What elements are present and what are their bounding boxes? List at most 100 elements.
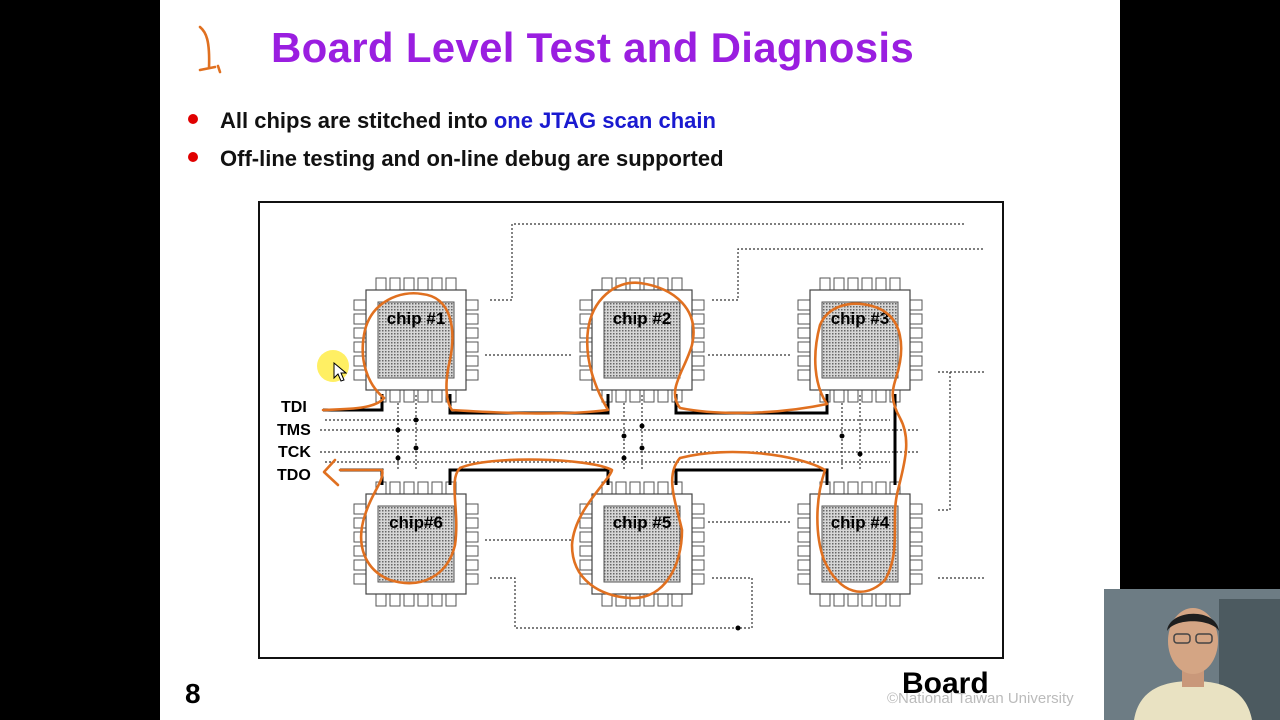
chip-die bbox=[603, 505, 681, 583]
chip-pin bbox=[417, 593, 429, 607]
chip-pin bbox=[847, 277, 859, 291]
chip-pin bbox=[579, 327, 593, 339]
pointer-highlight bbox=[317, 350, 349, 382]
chip-pin bbox=[671, 593, 683, 607]
slide: chip #1 chip #2 chip #3 chip #4 chip #5 chip#… bbox=[160, 0, 1120, 720]
chip-pin bbox=[579, 517, 593, 529]
chip-pin bbox=[909, 313, 923, 325]
chip-pin bbox=[797, 517, 811, 529]
chip-pin bbox=[819, 593, 831, 607]
jtag-board-diagram: chip #1 chip #2 chip #3 chip #4 chip #5 chip#… bbox=[198, 25, 1004, 659]
chip-pin bbox=[417, 277, 429, 291]
handwritten-scan-path bbox=[198, 25, 908, 600]
chip-pin bbox=[353, 573, 367, 585]
chip-pin bbox=[403, 593, 415, 607]
chip-pin bbox=[431, 277, 443, 291]
chip-pin bbox=[861, 277, 873, 291]
chip-pin bbox=[431, 593, 443, 607]
chip-label: chip#6 bbox=[389, 513, 443, 532]
chip-pin bbox=[861, 593, 873, 607]
chip-pin bbox=[875, 593, 887, 607]
mouse-pointer-icon bbox=[333, 362, 347, 382]
chip-die bbox=[377, 301, 455, 379]
chip-pin bbox=[875, 389, 887, 403]
chip-pin bbox=[797, 313, 811, 325]
chip-pin bbox=[819, 277, 831, 291]
chip-pin bbox=[353, 313, 367, 325]
chip-pin bbox=[629, 389, 641, 403]
bullet-2: Off-line testing and on-line debug are s… bbox=[188, 146, 724, 172]
chip-pin bbox=[847, 593, 859, 607]
chip-pin bbox=[643, 389, 655, 403]
chip-pin bbox=[909, 327, 923, 339]
chip-pin bbox=[579, 545, 593, 557]
chip-pin bbox=[431, 481, 443, 495]
tdi-label: TDI bbox=[281, 399, 307, 416]
chip-die bbox=[821, 301, 899, 379]
chip-pin bbox=[465, 355, 479, 367]
bullet-1: All chips are stitched into one JTAG sca… bbox=[188, 108, 716, 134]
chip-package: chip #5 bbox=[579, 481, 705, 607]
bullet-1-highlight: one JTAG scan chain bbox=[493, 108, 716, 133]
chip-pin bbox=[465, 327, 479, 339]
chip-pin bbox=[629, 593, 641, 607]
wiring-junctions bbox=[395, 417, 863, 631]
chip-pin bbox=[691, 503, 705, 515]
chip-package: chip #1 bbox=[353, 277, 479, 403]
chip-pin bbox=[691, 517, 705, 529]
chip-pin bbox=[909, 517, 923, 529]
chip-pin bbox=[797, 503, 811, 515]
chip-pin bbox=[671, 277, 683, 291]
chip-package: chip #2 bbox=[579, 277, 705, 403]
chip-pin bbox=[403, 277, 415, 291]
tms-label: TMS bbox=[277, 422, 311, 439]
chip-pin bbox=[389, 277, 401, 291]
chip-pin bbox=[643, 481, 655, 495]
chip-pin bbox=[657, 593, 669, 607]
chip-pin bbox=[909, 341, 923, 353]
chip-pin bbox=[889, 277, 901, 291]
chip-pin bbox=[403, 481, 415, 495]
chip-die bbox=[603, 301, 681, 379]
chip-pin bbox=[657, 481, 669, 495]
chip-pin bbox=[431, 389, 443, 403]
chip-pin bbox=[389, 389, 401, 403]
chip-pin bbox=[909, 369, 923, 381]
chip-pin bbox=[909, 503, 923, 515]
presenter-webcam bbox=[1104, 589, 1280, 720]
chip-label: chip #5 bbox=[613, 513, 672, 532]
chip-package: chip #4 bbox=[797, 481, 923, 607]
chip-pin bbox=[847, 481, 859, 495]
chip-pin bbox=[353, 369, 367, 381]
chip-pin bbox=[465, 573, 479, 585]
chip-pin bbox=[579, 559, 593, 571]
chip-pin bbox=[465, 559, 479, 571]
bullet-1-text: All chips are stitched into bbox=[220, 108, 494, 133]
chip-pin bbox=[353, 559, 367, 571]
chip-pin bbox=[445, 593, 457, 607]
chip-die bbox=[821, 505, 899, 583]
copyright-text: ©National Taiwan University bbox=[887, 690, 1074, 707]
chip-pin bbox=[833, 389, 845, 403]
chip-pin bbox=[465, 545, 479, 557]
chip-pin bbox=[875, 481, 887, 495]
chip-pin bbox=[629, 481, 641, 495]
chip-pin bbox=[465, 531, 479, 543]
chip-pin bbox=[417, 481, 429, 495]
chip-pin bbox=[579, 299, 593, 311]
chip-pin bbox=[797, 355, 811, 367]
bullet-dot-icon bbox=[188, 114, 198, 125]
bullet-2-text: Off-line testing and on-line debug are s… bbox=[220, 146, 724, 171]
chip-pin bbox=[797, 559, 811, 571]
chip-pin bbox=[889, 593, 901, 607]
chip-pin bbox=[691, 531, 705, 543]
chip-pin bbox=[909, 573, 923, 585]
chip-pin bbox=[691, 355, 705, 367]
tdo-label: TDO bbox=[277, 467, 311, 484]
bullet-dot-icon bbox=[188, 152, 198, 163]
chip-pin bbox=[691, 369, 705, 381]
chip-pin bbox=[465, 299, 479, 311]
chip-pin bbox=[797, 299, 811, 311]
chip-pin bbox=[389, 481, 401, 495]
chip-package: chip #3 bbox=[797, 277, 923, 403]
